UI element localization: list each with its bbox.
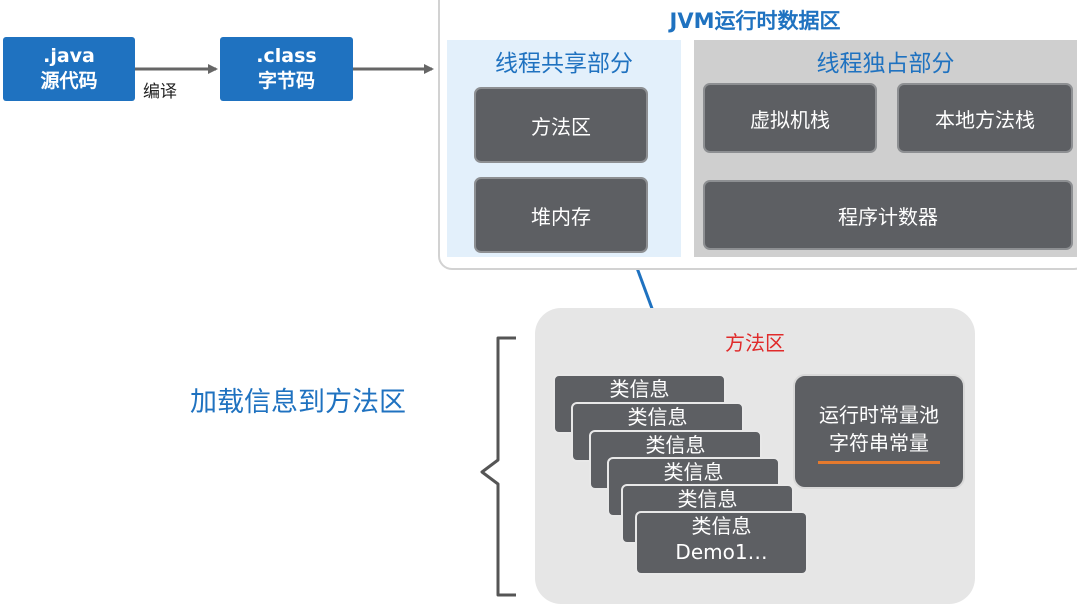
string-constant-label: 字符串常量	[829, 431, 929, 455]
class-info-label: 类信息	[627, 405, 688, 429]
runtime-constant-pool-box: 运行时常量池 字符串常量	[793, 374, 965, 489]
method-area-box: 方法区	[474, 87, 648, 163]
class-info-label: 类信息	[645, 433, 706, 457]
string-constant-underline	[818, 461, 940, 464]
runtime-constant-pool-label: 运行时常量池	[819, 403, 939, 427]
class-bytecode-box: .class 字节码	[220, 37, 353, 101]
load-info-label: 加载信息到方法区	[190, 387, 406, 418]
java-extension-label: .java	[43, 45, 95, 67]
class-info-label: 类信息	[691, 514, 752, 538]
bracket	[480, 336, 516, 597]
java-source-label: 源代码	[40, 70, 98, 92]
jvm-title: JVM运行时数据区	[669, 9, 841, 33]
native-method-stack-box: 本地方法栈	[897, 83, 1073, 153]
vm-stack-box: 虚拟机栈	[703, 83, 877, 153]
compile-label: 编译	[143, 82, 177, 102]
program-counter-box: 程序计数器	[703, 180, 1073, 250]
heap-box: 堆内存	[474, 177, 648, 253]
demo1-label: Demo1…	[675, 540, 768, 564]
bytecode-label: 字节码	[257, 70, 315, 92]
class-info-label: 类信息	[609, 377, 670, 401]
class-info-label: 类信息	[663, 460, 724, 484]
java-source-box: .java 源代码	[3, 37, 135, 101]
method-area-detail-title: 方法区	[725, 331, 785, 355]
class-extension-label: .class	[256, 45, 317, 67]
thread-private-title: 线程独占部分	[816, 51, 955, 77]
thread-shared-title: 线程共享部分	[495, 51, 633, 77]
class-info-card: 类信息 Demo1…	[635, 511, 808, 575]
class-info-label: 类信息	[677, 487, 738, 511]
